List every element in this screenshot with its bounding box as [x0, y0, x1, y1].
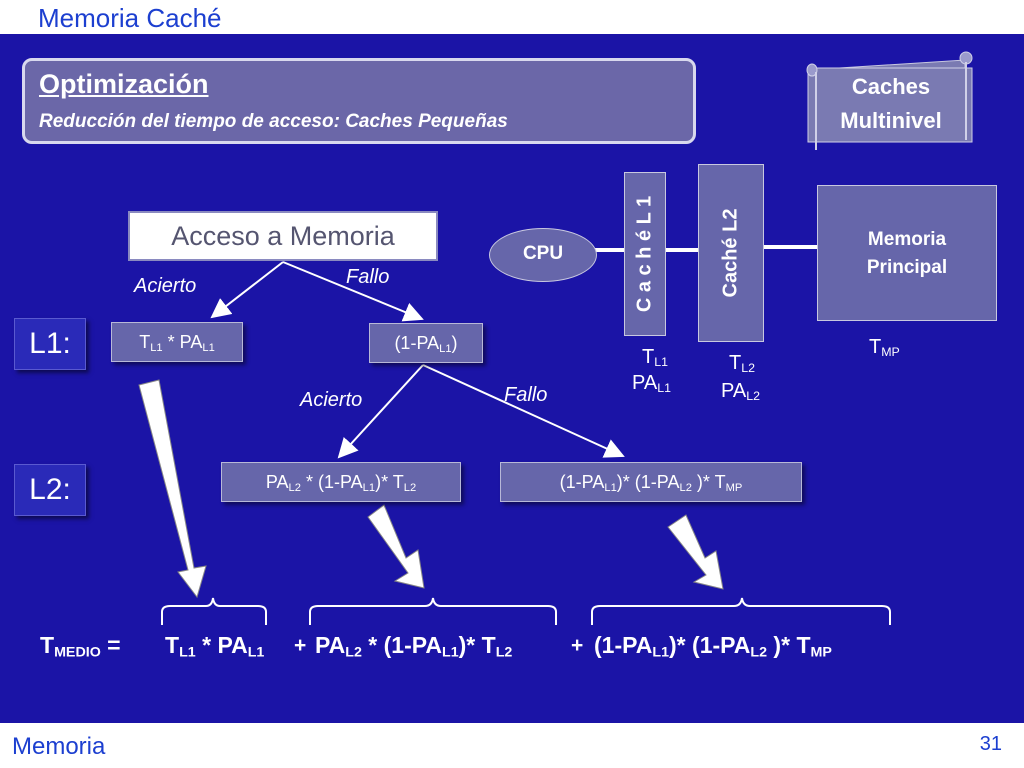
- param-t-l1: TL1: [642, 346, 669, 370]
- param-t-l2: TL2: [729, 352, 756, 376]
- root-node: Acceso a Memoria: [128, 211, 438, 261]
- formula-term-3: (1-PAL1)* (1-PAL2 )* TMP: [594, 632, 832, 661]
- brace-3: [591, 597, 891, 625]
- param-pa-l1: PAL1: [632, 372, 671, 396]
- cpu-label: CPU: [522, 243, 564, 264]
- hit-label-l1: Acierto: [134, 275, 197, 297]
- arrow-l1-miss: [282, 261, 424, 322]
- big-arrow-1: [138, 379, 207, 599]
- page-number: 31: [979, 733, 1002, 755]
- param-pa-l2: PAL2: [721, 380, 760, 404]
- brace-2: [309, 597, 557, 625]
- miss-label-l1: Fallo: [346, 266, 390, 288]
- l1-hit-term: TL1 * PAL1: [111, 322, 243, 362]
- top-bar: Memoria Caché: [0, 0, 1024, 34]
- arrow-l1-hit: [210, 261, 284, 319]
- formula-plus-2: +: [571, 634, 584, 657]
- arrow-l2-miss: [422, 364, 625, 458]
- cpu-node: CPU: [489, 228, 597, 282]
- section-header-box: Optimización Reducción del tiempo de acc…: [22, 58, 696, 144]
- param-t-mp: TMP: [869, 336, 900, 360]
- main-memory-label: Memoria Principal: [866, 229, 948, 278]
- arrow-l2-hit: [337, 364, 424, 459]
- main-memory-block: Memoria Principal: [817, 185, 997, 321]
- cache-l2-label: Caché L2: [719, 208, 742, 298]
- footer: Memoria 31: [0, 723, 1024, 768]
- l1-miss-term: (1-PAL1): [369, 323, 483, 363]
- cache-l1-block: C a c h é L 1: [624, 172, 666, 336]
- level-l1-label: L1:: [14, 318, 86, 370]
- cache-l1-label: C a c h é L 1: [633, 195, 656, 313]
- footer-section-label: Memoria: [12, 733, 106, 760]
- miss-label-l2: Fallo: [504, 384, 548, 406]
- l2-miss-term: (1-PAL1)* (1-PAL2 )* TMP: [500, 462, 802, 502]
- cache-l2-block: Caché L2: [698, 164, 764, 342]
- section-subtitle: Reducción del tiempo de acceso: Caches P…: [39, 111, 508, 132]
- big-arrow-2: [367, 504, 425, 589]
- formula-term-1: TL1 * PAL1: [165, 632, 265, 661]
- brace-1: [161, 597, 267, 625]
- level-l2-label: L2:: [14, 464, 86, 516]
- formula-plus-1: +: [294, 634, 307, 657]
- root-label: Acceso a Memoria: [171, 221, 395, 251]
- slide-title: Memoria Caché: [38, 3, 222, 33]
- l2-hit-term: PAL2 * (1-PAL1)* TL2: [221, 462, 461, 502]
- formula-t-medio: TMEDIO =: [40, 632, 121, 661]
- hit-label-l2: Acierto: [300, 389, 363, 411]
- big-arrow-3: [667, 514, 724, 590]
- badge-line2: Multinivel: [840, 108, 942, 133]
- formula-term-2: PAL2 * (1-PAL1)* TL2: [315, 632, 513, 661]
- section-title: Optimización: [39, 69, 209, 99]
- badge-line1: Caches: [851, 74, 931, 99]
- slide-body: [0, 34, 1024, 723]
